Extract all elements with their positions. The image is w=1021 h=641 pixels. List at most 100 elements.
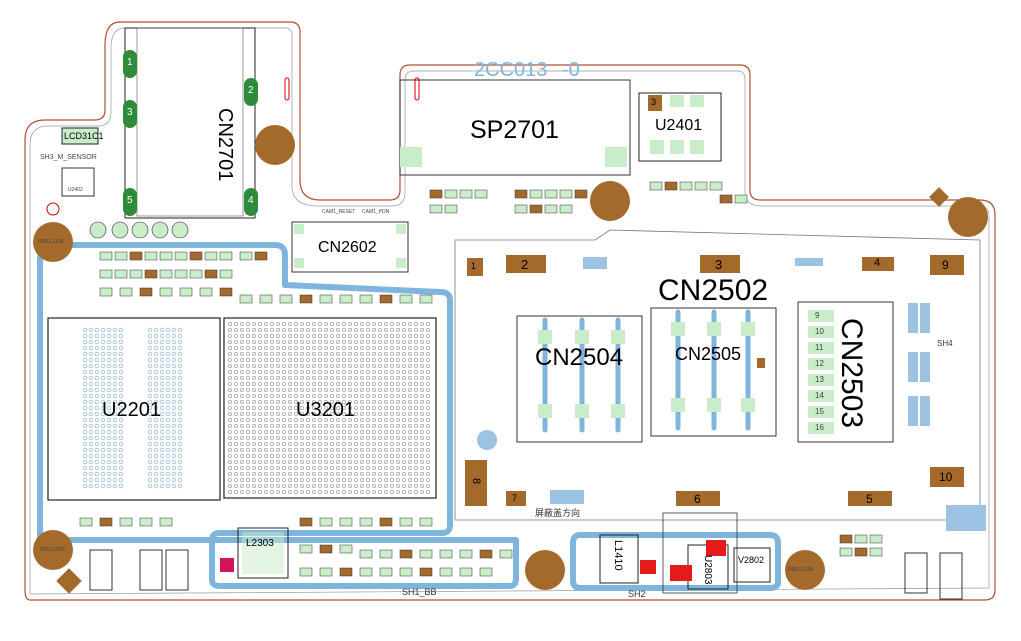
bga-ball [383, 405, 388, 410]
bga-ball [347, 381, 352, 386]
bga-ball [305, 417, 310, 422]
bga-ball [153, 363, 159, 369]
bga-ball [383, 471, 388, 476]
bga-ball [263, 339, 268, 344]
bga-ball [335, 411, 340, 416]
bga-ball [275, 399, 280, 404]
bga-ball [377, 417, 382, 422]
bga-ball [94, 477, 100, 483]
bga-ball [94, 387, 100, 393]
bga-ball [425, 399, 430, 404]
bga-ball [299, 429, 304, 434]
bga-ball [353, 387, 358, 392]
passive-pad [119, 287, 133, 297]
bga-ball [407, 399, 412, 404]
bga-ball [341, 393, 346, 398]
bga-ball [94, 327, 100, 333]
bga-ball [233, 357, 238, 362]
bga-ball [329, 399, 334, 404]
bga-ball [281, 417, 286, 422]
cn2502-pin-5: 5 [866, 492, 873, 506]
bga-ball [323, 477, 328, 482]
bga-ball [153, 453, 159, 459]
bga-ball [263, 423, 268, 428]
bga-ball [323, 363, 328, 368]
bga-ball [245, 465, 250, 470]
bga-ball [305, 453, 310, 458]
passive-pad [679, 181, 693, 191]
bga-ball [227, 357, 232, 362]
bga-ball [347, 477, 352, 482]
bga-ball [299, 483, 304, 488]
bga-ball [147, 327, 153, 333]
bga-ball [365, 375, 370, 380]
bga-ball [239, 453, 244, 458]
bga-ball [377, 477, 382, 482]
bga-ball [233, 351, 238, 356]
bga-ball [153, 339, 159, 345]
bga-ball [159, 363, 165, 369]
bga-ball [293, 417, 298, 422]
bga-ball [311, 417, 316, 422]
bga-ball [287, 459, 292, 464]
bga-ball [329, 417, 334, 422]
bga-ball [147, 471, 153, 477]
cn2602-connector [291, 221, 409, 273]
bga-ball [389, 399, 394, 404]
bga-ball [353, 327, 358, 332]
bga-ball [299, 465, 304, 470]
bga-ball [153, 477, 159, 483]
bga-ball [299, 333, 304, 338]
bga-ball [317, 321, 322, 326]
bga-ball [347, 471, 352, 476]
bga-ball [106, 369, 112, 375]
bga-ball [251, 363, 256, 368]
bga-ball [227, 363, 232, 368]
bga-ball [233, 435, 238, 440]
bga-ball [293, 465, 298, 470]
bga-ball [311, 459, 316, 464]
bga-ball [365, 435, 370, 440]
bga-ball [407, 405, 412, 410]
bga-ball [287, 417, 292, 422]
bga-ball [389, 483, 394, 488]
passive-pad [444, 204, 458, 214]
bga-ball [153, 333, 159, 339]
bga-ball [419, 327, 424, 332]
bga-ball [227, 453, 232, 458]
cn2502-pads [465, 255, 964, 506]
bga-ball [171, 423, 177, 429]
bga-ball [165, 375, 171, 381]
bga-ball [407, 465, 412, 470]
bga-ball [106, 399, 112, 405]
bga-ball [82, 387, 88, 393]
cn2602-label: CN2602 [318, 239, 377, 256]
passive-pad [719, 194, 733, 204]
bga-ball [233, 477, 238, 482]
bga-ball [118, 453, 124, 459]
bga-ball [413, 339, 418, 344]
bga-ball [263, 381, 268, 386]
bga-ball [233, 459, 238, 464]
bga-ball [347, 345, 352, 350]
bga-ball [233, 363, 238, 368]
bga-ball [239, 471, 244, 476]
bga-ball [365, 483, 370, 488]
bga-ball [299, 399, 304, 404]
bga-ball [323, 327, 328, 332]
bga-ball [401, 339, 406, 344]
bga-ball [371, 405, 376, 410]
bga-ball [425, 333, 430, 338]
cn2503-pin-pad [808, 326, 834, 338]
bga-ball [395, 345, 400, 350]
bga-ball [383, 411, 388, 416]
bga-ball [389, 327, 394, 332]
bga-ball [257, 489, 262, 494]
bga-ball [118, 423, 124, 429]
bga-ball [395, 369, 400, 374]
bga-ball [407, 441, 412, 446]
bga-ball [287, 471, 292, 476]
bga-ball [401, 345, 406, 350]
u2402-part [61, 167, 95, 197]
passive-pad [204, 269, 218, 279]
